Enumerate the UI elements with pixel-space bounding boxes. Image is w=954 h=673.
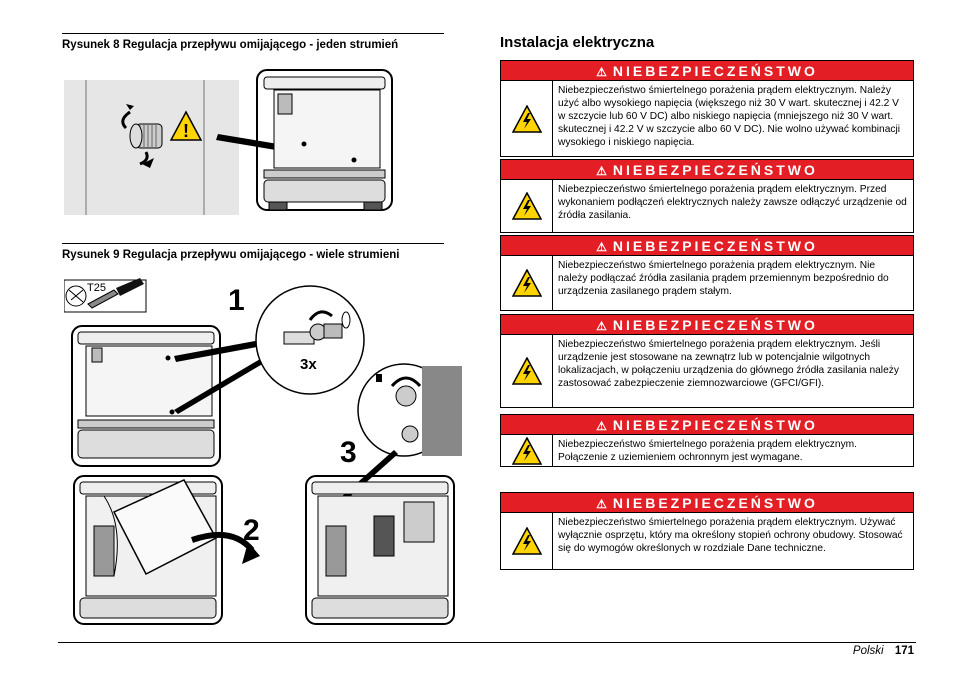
danger-notice: ⚠ NIEBEZPIECZEŃSTWO Niebezpieczeństwo śmie… [500, 235, 914, 311]
danger-notice: ⚠ NIEBEZPIECZEŃSTWO Niebezpieczeństwo śmie… [500, 414, 914, 467]
adjust-knob-icon [121, 104, 163, 168]
analyzer-enclosure-open-icon [73, 475, 223, 625]
analyzer-enclosure-internal-icon [305, 475, 455, 625]
high-voltage-icon [501, 335, 553, 407]
footer-language: Polski [852, 645, 884, 657]
danger-label: NIEBEZPIECZEŃSTWO [612, 417, 818, 433]
warning-triangle-icon: ⚠ [596, 419, 607, 433]
caution-icon: ! [169, 110, 203, 141]
danger-label: NIEBEZPIECZEŃSTWO [612, 162, 818, 178]
high-voltage-icon [501, 513, 553, 569]
warning-triangle-icon: ⚠ [596, 497, 607, 511]
danger-text: Niebezpieczeństwo śmiertelnego porażenia… [558, 339, 899, 389]
torx-screwdriver-icon [63, 278, 147, 313]
high-voltage-icon [501, 180, 553, 232]
danger-header: ⚠ NIEBEZPIECZEŃSTWO [501, 61, 913, 81]
high-voltage-icon [501, 435, 553, 466]
danger-label: NIEBEZPIECZEŃSTWO [612, 238, 818, 254]
danger-notice: ⚠ NIEBEZPIECZEŃSTWO Niebezpieczeństwo śmie… [500, 60, 914, 157]
analyzer-enclosure-icon [256, 69, 393, 211]
danger-text: Niebezpieczeństwo śmiertelnego porażenia… [558, 85, 900, 148]
footer: Polski 171 [853, 645, 914, 657]
screw-detail-icon [255, 285, 365, 395]
danger-header: ⚠ NIEBEZPIECZEŃSTWO [501, 236, 913, 256]
danger-header: ⚠ NIEBEZPIECZEŃSTWO [501, 315, 913, 335]
warning-triangle-icon: ⚠ [596, 240, 607, 254]
danger-text: Niebezpieczeństwo śmiertelnego porażenia… [558, 184, 907, 221]
figure8-illustration: ! [64, 62, 444, 222]
danger-header: ⚠ NIEBEZPIECZEŃSTWO [501, 160, 913, 180]
repeat-count: 3x [300, 356, 317, 373]
page-number: 171 [894, 645, 914, 657]
section-title: Instalacja elektryczna [500, 34, 655, 51]
danger-notice: ⚠ NIEBEZPIECZEŃSTWO Niebezpieczeństwo śmie… [500, 314, 914, 408]
danger-label: NIEBEZPIECZEŃSTWO [612, 495, 818, 511]
warning-triangle-icon: ⚠ [596, 319, 607, 333]
high-voltage-icon [501, 256, 553, 310]
tool-label: T25 [87, 282, 106, 294]
danger-header: ⚠ NIEBEZPIECZEŃSTWO [501, 415, 913, 435]
figure8-caption: Rysunek 8 Regulacja przepływu omijająceg… [62, 33, 444, 52]
figure9-illustration [63, 276, 464, 626]
danger-notice: ⚠ NIEBEZPIECZEŃSTWO Niebezpieczeństwo śmie… [500, 492, 914, 570]
danger-header: ⚠ NIEBEZPIECZEŃSTWO [501, 493, 913, 513]
danger-text: Niebezpieczeństwo śmiertelnego porażenia… [558, 439, 857, 463]
warning-triangle-icon: ⚠ [596, 164, 607, 178]
figure9-caption: Rysunek 9 Regulacja przepływu omijająceg… [62, 243, 444, 262]
high-voltage-icon [501, 81, 553, 156]
danger-text: Niebezpieczeństwo śmiertelnego porażenia… [558, 517, 903, 554]
danger-notice: ⚠ NIEBEZPIECZEŃSTWO Niebezpieczeństwo śmie… [500, 159, 914, 233]
danger-label: NIEBEZPIECZEŃSTWO [612, 317, 818, 333]
step-number-2: 2 [243, 514, 260, 547]
knob-detail-icon [357, 363, 462, 457]
danger-label: NIEBEZPIECZEŃSTWO [612, 63, 818, 79]
svg-text:!: ! [183, 121, 189, 141]
step-number-1: 1 [228, 284, 245, 317]
step-number-3: 3 [340, 436, 357, 469]
warning-triangle-icon: ⚠ [596, 65, 607, 79]
danger-text: Niebezpieczeństwo śmiertelnego porażenia… [558, 260, 889, 297]
footer-rule [58, 642, 916, 643]
